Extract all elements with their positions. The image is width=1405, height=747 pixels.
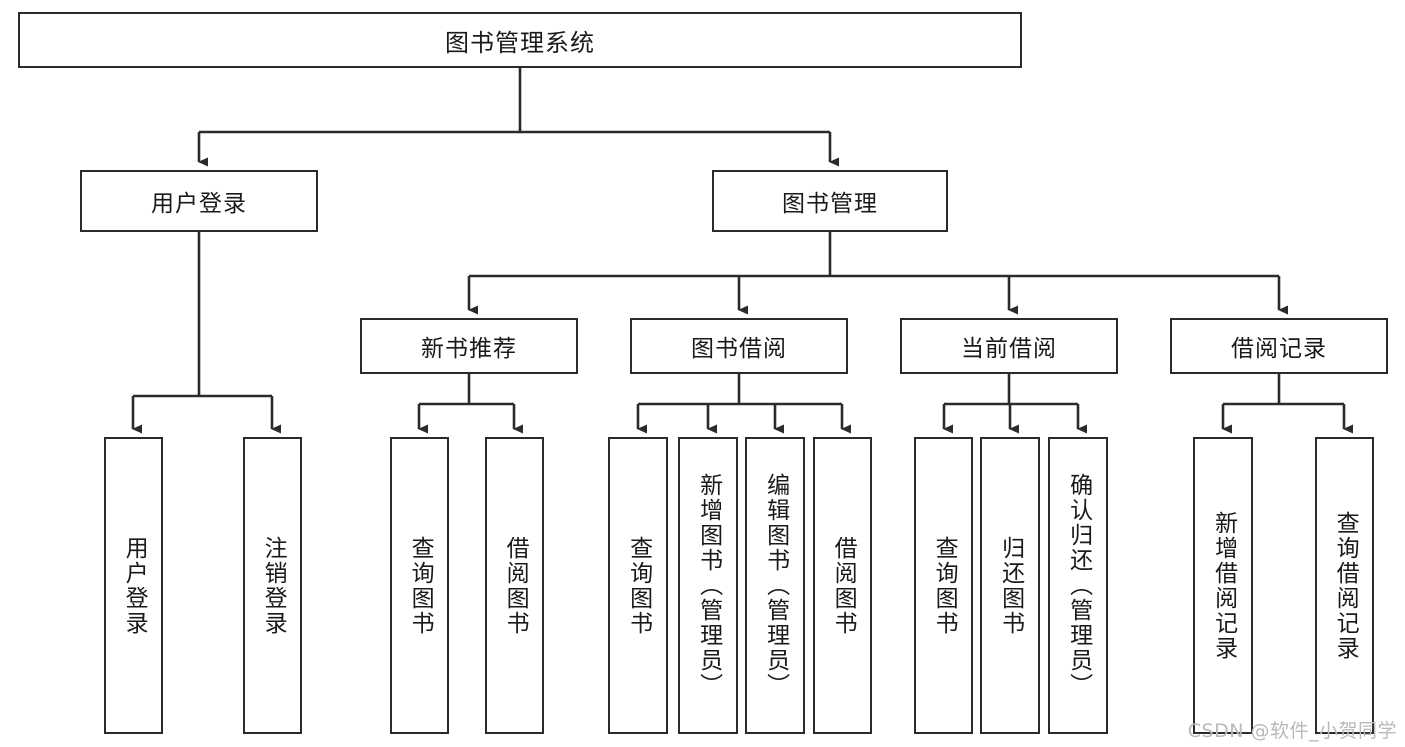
node-label: 新增借阅记录 (1210, 510, 1237, 661)
node-label: 查询图书 (407, 535, 434, 636)
node-new-book-recommend[interactable]: 新书推荐 (360, 318, 578, 374)
node-label: 编辑图书（管理员） (762, 473, 789, 698)
leaf-edit-book-admin[interactable]: 编辑图书（管理员） (745, 437, 805, 734)
node-label: 新书推荐 (421, 336, 517, 362)
node-label: 新增图书（管理员） (695, 473, 722, 698)
node-label: 借阅记录 (1231, 336, 1327, 362)
node-label: 注销登录 (260, 535, 287, 636)
leaf-query-book-recommend[interactable]: 查询图书 (390, 437, 449, 734)
leaf-query-borrow-record[interactable]: 查询借阅记录 (1315, 437, 1374, 734)
leaf-query-book-borrow[interactable]: 查询图书 (608, 437, 668, 734)
node-current-borrow[interactable]: 当前借阅 (900, 318, 1118, 374)
leaf-add-book-admin[interactable]: 新增图书（管理员） (678, 437, 738, 734)
node-user-login[interactable]: 用户登录 (80, 170, 318, 232)
node-label: 当前借阅 (961, 336, 1057, 362)
node-label: 查询图书 (625, 535, 652, 636)
leaf-query-book-current[interactable]: 查询图书 (914, 437, 973, 734)
node-label: 借阅图书 (502, 535, 529, 636)
node-label: 用户登录 (121, 535, 148, 636)
node-label: 查询借阅记录 (1332, 510, 1359, 661)
leaf-borrow-book-recommend[interactable]: 借阅图书 (485, 437, 544, 734)
node-label: 查询图书 (931, 535, 958, 636)
leaf-user-login[interactable]: 用户登录 (104, 437, 163, 734)
watermark-csdn: CSDN @软件_小贺同学 (1187, 720, 1397, 742)
node-borrow-record[interactable]: 借阅记录 (1170, 318, 1388, 374)
leaf-confirm-return-admin[interactable]: 确认归还（管理员） (1048, 437, 1108, 734)
node-label: 图书管理系统 (445, 28, 595, 57)
node-book-borrow[interactable]: 图书借阅 (630, 318, 848, 374)
node-root-system[interactable]: 图书管理系统 (18, 12, 1022, 68)
leaf-logout[interactable]: 注销登录 (243, 437, 302, 734)
node-book-management[interactable]: 图书管理 (712, 170, 948, 232)
leaf-add-borrow-record[interactable]: 新增借阅记录 (1193, 437, 1253, 734)
leaf-borrow-book[interactable]: 借阅图书 (813, 437, 872, 734)
node-label: 确认归还（管理员） (1065, 473, 1092, 698)
node-label: 归还图书 (997, 535, 1024, 636)
node-label: 图书管理 (782, 191, 878, 217)
node-label: 借阅图书 (830, 535, 857, 636)
node-label: 图书借阅 (691, 336, 787, 362)
leaf-return-book[interactable]: 归还图书 (980, 437, 1040, 734)
node-label: 用户登录 (151, 191, 247, 217)
